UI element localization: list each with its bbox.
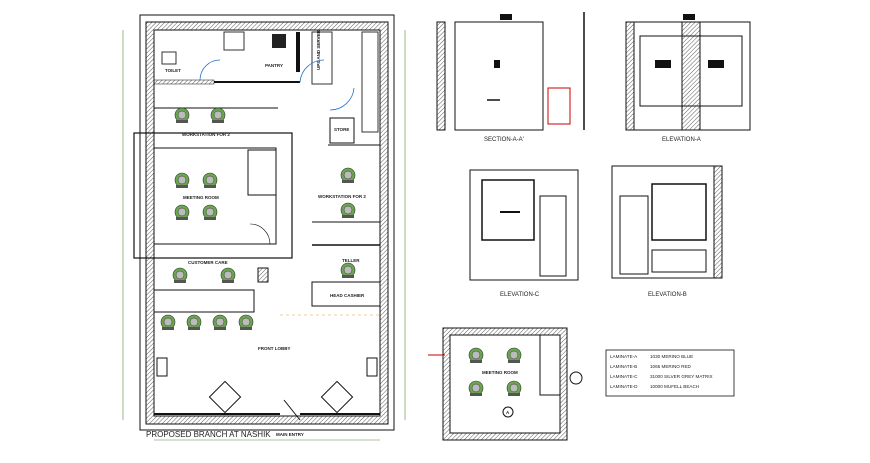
room-label-ups: UPS AND SERVER: [316, 29, 321, 70]
elevation-a-title: ELEVATION-A: [662, 137, 701, 143]
elevation-b-view: ELEVATION-B: [611, 165, 723, 298]
room-label-counter: HEAD CASHIER: [330, 293, 365, 298]
meeting-room-detail-label: MEETING ROOM: [482, 370, 518, 375]
elevation-c-view: ELEVATION-C: [469, 169, 579, 298]
legend-desc: 31000 SILVER GREY MATRIX: [650, 374, 713, 379]
meeting-room-detail-view: A MEETING ROOM: [428, 327, 583, 441]
room-label-workstation-right: WORKSTATION FOR 2: [318, 194, 366, 199]
room-label-toilet: TOILET: [165, 68, 181, 73]
room-label-customer-care: CUSTOMER CARE: [188, 260, 228, 265]
floor-plan: TOILET PANTRY UPS AND SERVER WORKSTATION…: [122, 14, 406, 441]
room-label-front-lobby: FRONT LOBBY: [258, 346, 291, 351]
legend-desc: 1065 MERINO RED: [650, 364, 692, 369]
legend-code: LAMINATE-D: [610, 384, 638, 389]
legend-desc: 10000 MUFELL BEACH: [650, 384, 699, 389]
section-a-title: SECTION-A-A': [484, 137, 524, 143]
room-label-pantry: PANTRY: [265, 63, 283, 68]
section-marker: A: [506, 410, 510, 415]
laminate-legend: LAMINATE-A 1030 MERINO BLUE LAMINATE-B 1…: [605, 349, 735, 397]
legend-code: LAMINATE-B: [610, 364, 637, 369]
elevation-b-title: ELEVATION-B: [648, 292, 687, 298]
legend-code: LAMINATE-A: [610, 354, 638, 359]
elevation-c-title: ELEVATION-C: [500, 292, 540, 298]
plan-title: PROPOSED BRANCH AT NASHIK: [146, 430, 271, 439]
legend-code: LAMINATE-C: [610, 374, 638, 379]
room-label-store: STORE: [334, 127, 349, 132]
room-label-meeting-room: MEETING ROOM: [183, 195, 219, 200]
elevation-a-view: ELEVATION-A: [625, 14, 751, 143]
main-entry-label: MAIN ENTRY: [276, 432, 304, 437]
legend-desc: 1030 MERINO BLUE: [650, 354, 693, 359]
section-a-view: SECTION-A-A': [436, 12, 585, 143]
room-label-workstation-top: WORKSTATION FOR 2: [182, 132, 230, 137]
room-label-teller: TELLER: [342, 258, 360, 263]
